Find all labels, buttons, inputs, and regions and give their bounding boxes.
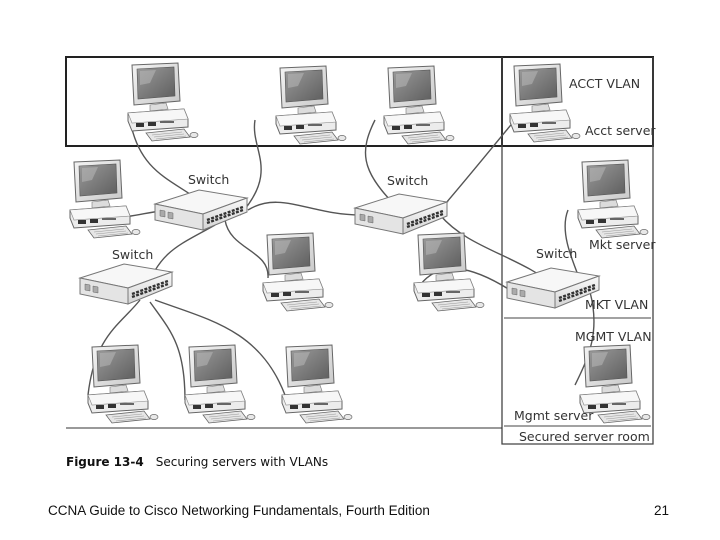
bottom-workstation-3 [281,344,353,424]
acct-workstation-3 [383,65,455,145]
switch-label-2: Switch [387,173,428,188]
acct-vlan-label: ACCT VLAN [569,76,640,91]
switch-label-1: Switch [188,172,229,187]
mkt-server-label: Mkt server [589,237,656,252]
secured-server-room-border [501,57,654,445]
bottom-workstation-2 [184,344,256,424]
switch-label-4: Switch [536,246,577,261]
figure-caption: Figure 13-4 Securing servers with VLANs [66,455,328,469]
secured-server-room-label: Secured server room [519,429,650,444]
mkt-vlan-label: MKT VLAN [585,297,648,312]
figure-number: Figure 13-4 [66,455,144,469]
acct-server-label: Acct server [585,123,656,138]
footer-book-title: CCNA Guide to Cisco Networking Fundament… [48,503,430,518]
vlan-network-diagram: Switch Switch Switch Switch ACCT VLAN Ac… [65,56,656,445]
mgmt-server-label: Mgmt server [514,408,594,423]
mgmt-vlan-label: MGMT VLAN [575,329,652,344]
workstation-left [69,159,141,239]
bottom-workstation-1 [87,344,159,424]
footer-page-number: 21 [654,503,670,518]
switch-1 [153,188,249,232]
switch-2 [353,192,449,236]
switch-3 [78,262,174,306]
acct-workstation-1 [127,62,199,142]
workstation-center [262,232,334,312]
figure-caption-text: Securing servers with VLANs [155,455,329,469]
acct-workstation-2 [275,65,347,145]
mkt-server-computer [577,159,649,239]
switch-label-3: Switch [112,247,153,262]
